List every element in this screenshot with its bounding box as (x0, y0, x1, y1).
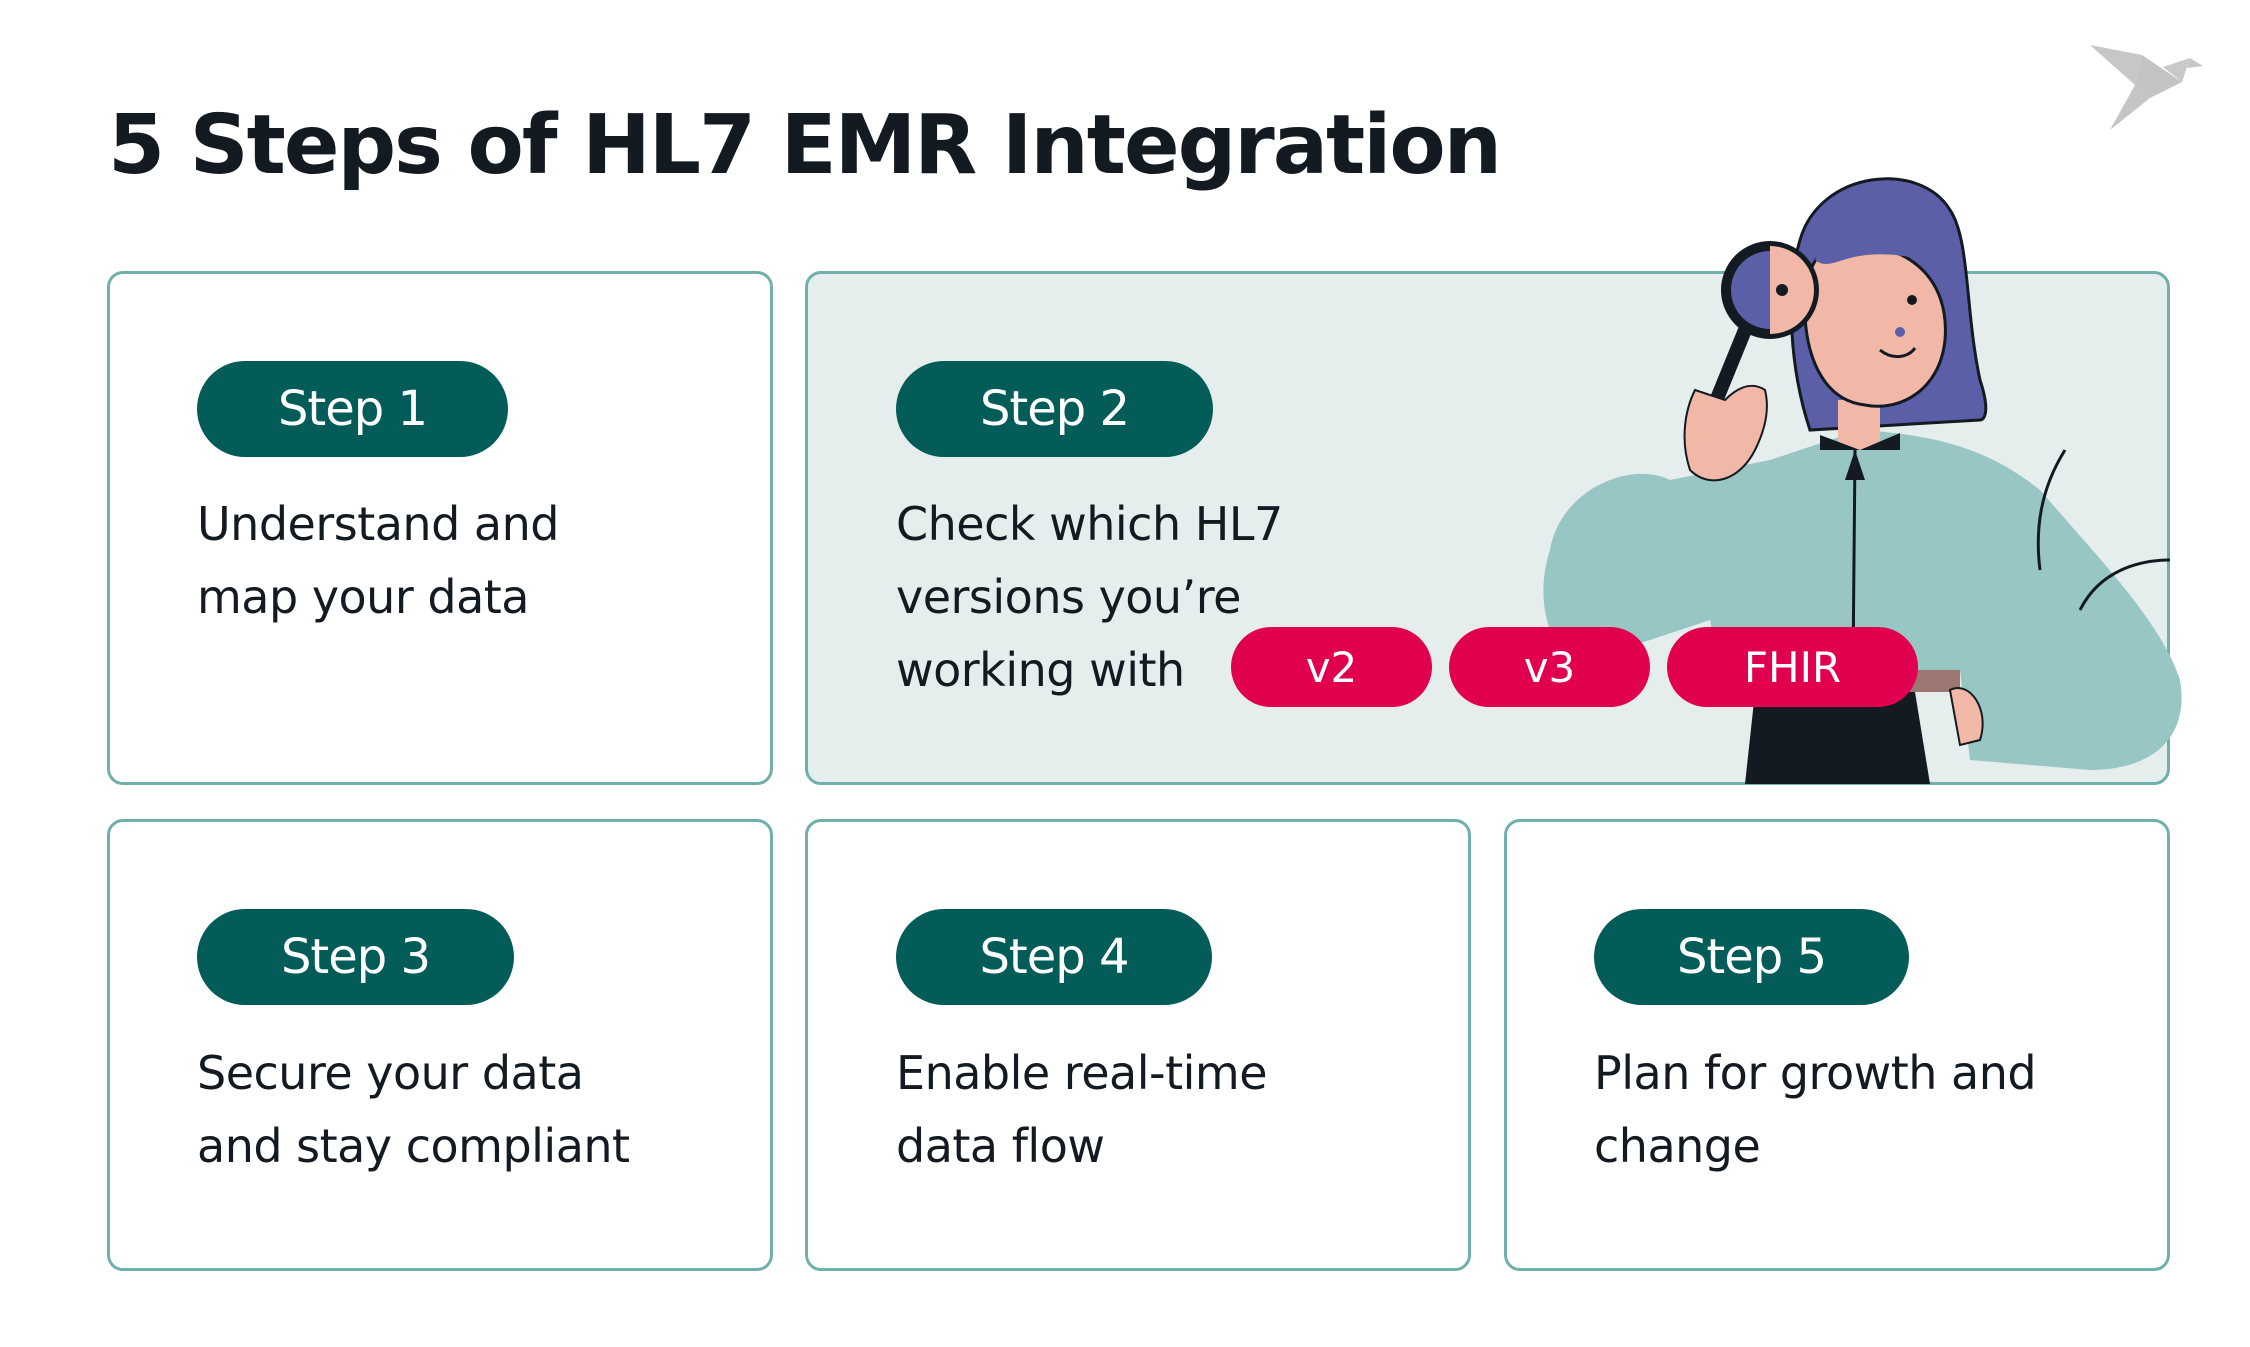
step-badge-3: Step 3 (197, 909, 514, 1005)
step-badge-2: Step 2 (896, 361, 1213, 457)
step-description-1: Understand and map your data (197, 497, 559, 624)
version-tag-v2: v2 (1231, 627, 1432, 707)
step-badge-5: Step 5 (1594, 909, 1909, 1005)
step-card-5 (1504, 819, 2170, 1271)
step-card-1 (107, 271, 773, 785)
step-badge-1: Step 1 (197, 361, 508, 457)
step-description-4: Enable real-time data flow (896, 1046, 1268, 1173)
page-title: 5 Steps of HL7 EMR Integration (108, 98, 1502, 193)
step-card-4 (805, 819, 1471, 1271)
step-description-2: Check which HL7 versions you’re working … (896, 497, 1283, 697)
version-tag-v3: v3 (1449, 627, 1650, 707)
step-card-3 (107, 819, 773, 1271)
step-badge-4: Step 4 (896, 909, 1212, 1005)
origami-bird-icon (2090, 45, 2203, 130)
step-description-3: Secure your data and stay compliant (197, 1046, 630, 1173)
woman-with-magnifying-glass-illustration (1543, 177, 2182, 784)
version-tag-fhir: FHIR (1667, 627, 1918, 707)
step-description-5: Plan for growth and change (1594, 1046, 2037, 1173)
